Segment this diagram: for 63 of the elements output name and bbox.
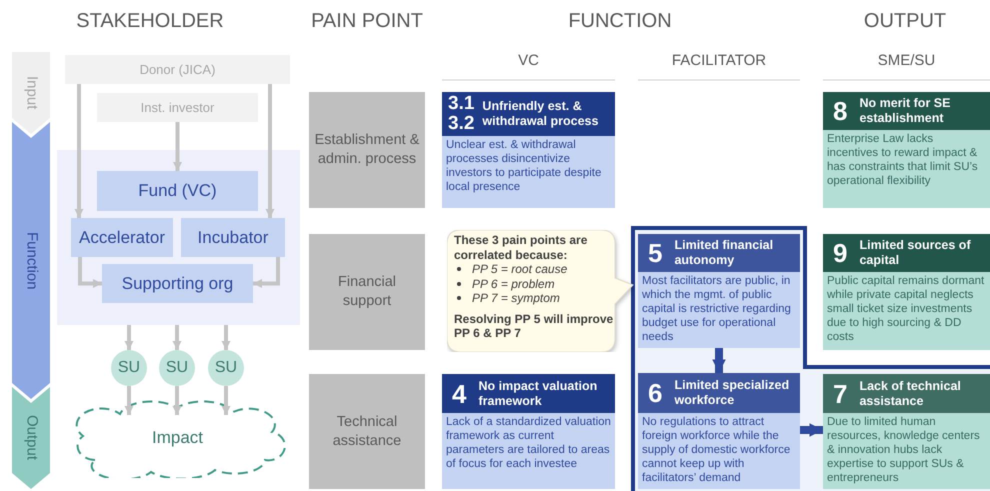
pain-point-label: Establishment & admin. process: [314, 131, 420, 169]
arrow: [172, 386, 182, 415]
arrow: [800, 423, 823, 437]
card-number: 6: [647, 379, 664, 407]
column-header: VC: [518, 50, 539, 71]
column-header: FACILITATOR: [672, 50, 766, 71]
column-header: OUTPUT: [864, 9, 946, 34]
card-number: 4: [451, 380, 468, 408]
card-number: 7: [832, 380, 848, 408]
callout-text: These 3 pain points are correlated because:: [454, 233, 588, 262]
banner-label: Input: [22, 76, 42, 110]
card-title: Lack of technical assistance: [859, 378, 962, 408]
card-description: Lack of a standardized valuation framework as current parameters are tailored to areas of focus for each investee: [442, 413, 615, 489]
pain-point-label: Technical assistance: [332, 412, 402, 450]
card-number: 8: [832, 97, 848, 125]
arrow: [172, 325, 182, 350]
card-number: 5: [647, 239, 664, 267]
stakeholder-label: Incubator: [198, 226, 268, 249]
arrow: [222, 325, 230, 350]
card-description: Public capital remains dormant while private capital neglects small ticket size investments due to high sourcing & DD costs: [823, 272, 990, 350]
card-description: Due to limited human resources, knowledge centers & innovation hubs lack expertise to support SUs & entrepreneurs: [823, 413, 990, 489]
circle-label: SU: [166, 358, 188, 378]
card-number: 3.1: [448, 94, 474, 114]
callout-text: Resolving PP 5 will improve PP 6 & PP 7: [454, 312, 614, 340]
bullet-text: PP 7 = symptom: [472, 291, 560, 306]
card-title: No impact valuation framework: [478, 378, 598, 408]
arrow: [222, 386, 230, 415]
circle-label: SU: [118, 358, 140, 378]
arrow: [124, 386, 134, 415]
card-description: Unclear est. & withdrawal processes disincentivize investors to participate despite local presence: [442, 136, 615, 208]
card-number: 3.2: [448, 114, 474, 134]
arrow: [173, 122, 182, 171]
arrow: [124, 325, 134, 350]
card-title: Limited financial autonomy: [674, 238, 774, 268]
arrow: [712, 348, 726, 373]
card-number: 9: [832, 239, 848, 267]
banner-label: Function: [22, 232, 42, 290]
stakeholder-label: Inst. investor: [140, 98, 214, 117]
card-description: No regulations to attract foreign workforce while the supply of domestic workforce cannot keep up with facilitators’ demand: [638, 413, 800, 489]
arrow: [74, 84, 84, 218]
card-description: Enterprise Law lacks incentives to reward impact & has constraints that limit SU’s operational flexibility: [823, 130, 990, 208]
card-title: Limited sources of capital: [859, 238, 972, 268]
bullet-text: PP 5 = root cause: [472, 262, 568, 276]
card-title: Unfriendly est. & withdrawal process: [482, 99, 600, 129]
card-title: No merit for SE establishment: [859, 96, 952, 126]
arrow: [78, 257, 102, 288]
stakeholder-label: Accelerator: [79, 226, 165, 249]
column-header: SME/SU: [878, 50, 936, 71]
bullet-text: PP 6 = problem: [472, 276, 555, 291]
stakeholder-label: Fund (VC): [138, 180, 217, 202]
pain-point-label: Financial support: [336, 273, 398, 311]
stakeholder-label: Supporting org: [122, 272, 234, 295]
column-header: FUNCTION: [568, 9, 672, 34]
circle-label: SU: [214, 358, 238, 378]
arrow: [253, 257, 280, 288]
banner-label: Output: [22, 415, 42, 461]
arrow: [266, 84, 274, 218]
stakeholder-label: Donor (JICA): [140, 60, 216, 79]
column-header: STAKEHOLDER: [76, 9, 224, 34]
card-title: Limited specialized workforce: [674, 378, 790, 408]
cloud-label: Impact: [152, 427, 204, 450]
card-description: Most facilitators are public, in which the mgmt. of public capital is restrictive regarding budget use for operational needs: [638, 272, 800, 348]
column-header: PAIN POINT: [311, 9, 423, 34]
